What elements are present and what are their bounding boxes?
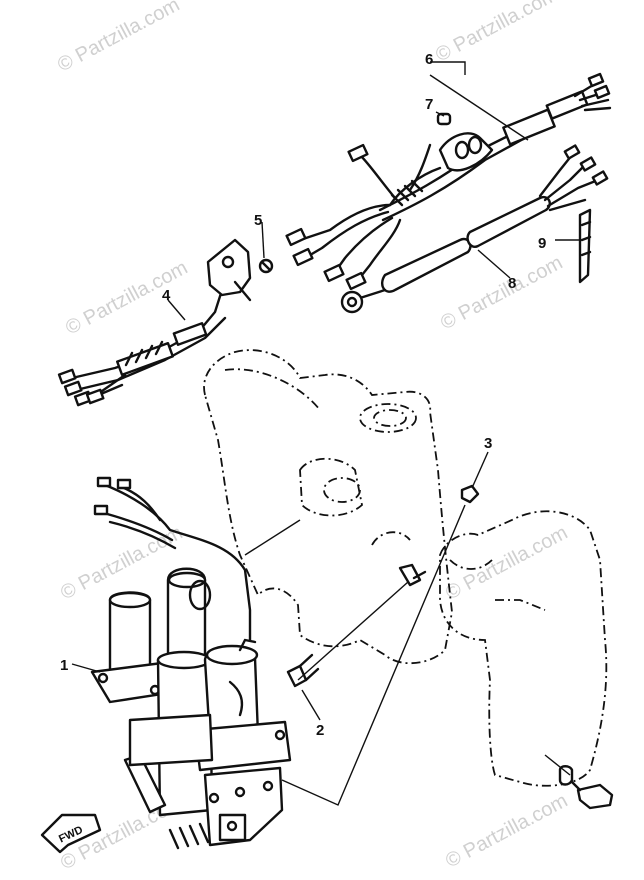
clamp-9 — [578, 208, 592, 284]
leader-lines — [71, 61, 580, 806]
callout-7: 7 — [425, 96, 433, 113]
wire-harness-6 — [285, 72, 612, 291]
fwd-arrow-icon: FWD — [40, 813, 102, 854]
callout-9: 9 — [538, 235, 546, 252]
wire-harness-8 — [340, 144, 609, 314]
watermark-top-left: © Partzilla.com — [54, 0, 183, 76]
callout-8: 8 — [508, 275, 516, 292]
watermark-top-right: © Partzilla.com — [432, 0, 561, 66]
callout-3: 3 — [484, 435, 492, 452]
screw-5 — [258, 258, 274, 274]
nut-3 — [460, 484, 480, 504]
callout-2: 2 — [316, 722, 324, 739]
callout-4: 4 — [162, 287, 171, 304]
lower-right-bolt — [558, 765, 614, 810]
watermark-bottom-right: © Partzilla.com — [442, 790, 571, 873]
callout-6: 6 — [425, 51, 433, 68]
callout-5: 5 — [254, 212, 262, 229]
callout-1: 1 — [60, 657, 68, 674]
sleeve-7 — [436, 112, 452, 126]
motor-wire — [93, 476, 252, 642]
watermark-mid-right: © Partzilla.com — [437, 252, 566, 335]
bracket-fastener — [398, 563, 427, 587]
engine-bracket-outline — [203, 349, 608, 787]
wire-harness-4 — [57, 238, 252, 407]
power-trim-tilt-unit-1 — [90, 567, 292, 850]
callouts: 1 2 3 4 5 6 7 8 9 — [60, 51, 546, 739]
bolt-2 — [286, 653, 320, 688]
watermark-mid-left: © Partzilla.com — [62, 257, 191, 340]
watermark-lower-right: © Partzilla.com — [442, 522, 571, 605]
